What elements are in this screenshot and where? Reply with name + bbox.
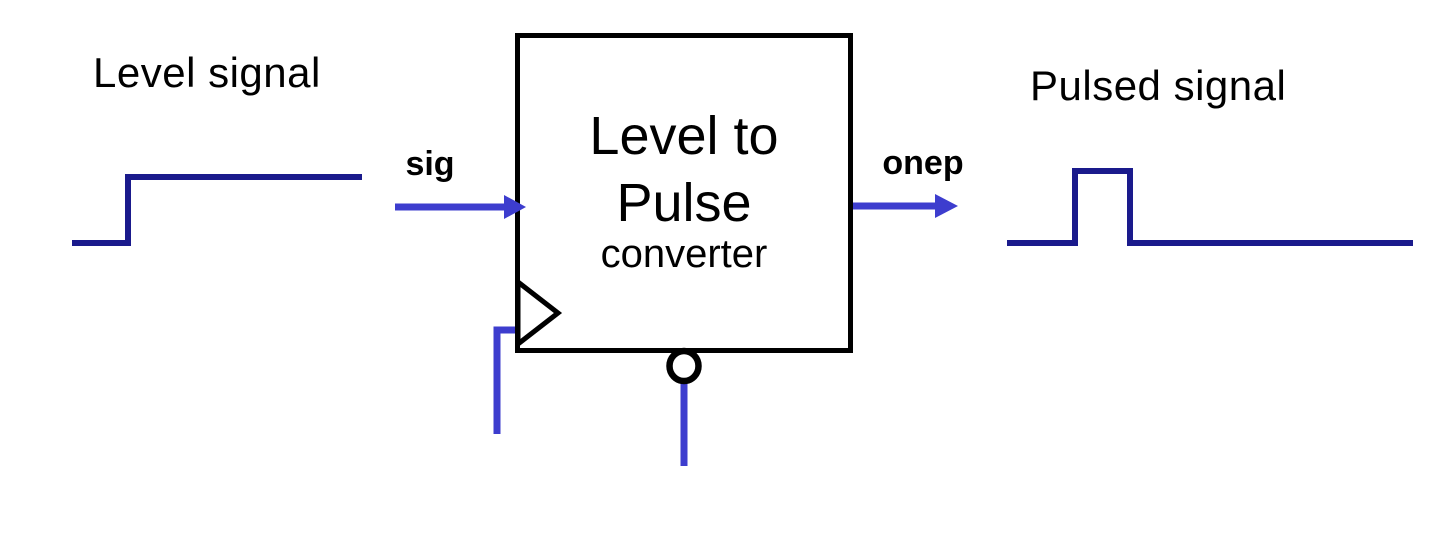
sig-wire-label: sig (405, 145, 455, 183)
block-title-line2: Pulse (616, 173, 752, 233)
active-low-bubble-icon (666, 347, 702, 385)
block-subtitle: converter (600, 232, 768, 276)
onep-arrowhead-icon (935, 194, 958, 218)
onep-wire-label: onep (882, 144, 964, 182)
sig-arrowhead-icon (504, 195, 526, 219)
pulsed-signal-caption: Pulsed signal (1030, 62, 1287, 109)
clock-wire (493, 326, 518, 434)
level-waveform (72, 174, 362, 246)
pulsed-waveform (1007, 168, 1413, 246)
level-signal-caption: Level signal (93, 49, 321, 96)
clock-edge-triangle-icon (515, 276, 563, 350)
block-title-line1: Level to (589, 106, 779, 166)
converter-box (515, 33, 853, 353)
